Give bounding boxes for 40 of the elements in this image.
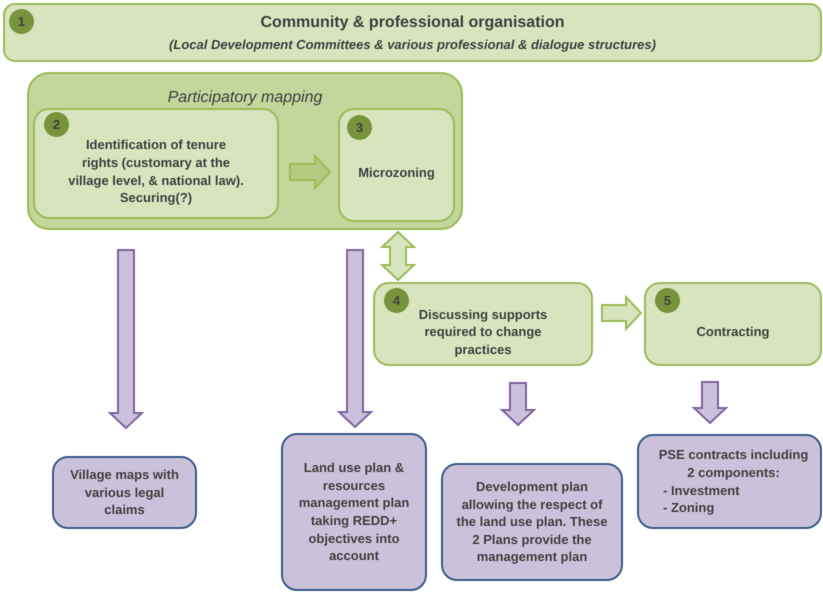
process-box — [644, 282, 822, 366]
box-text: Village maps with various legal claims — [69, 466, 180, 519]
box-text: PSE contracts including 2 components: — [658, 446, 810, 482]
block-arrow — [601, 294, 642, 332]
result-box — [637, 434, 822, 529]
box-text: Discussing supports required to change practices — [418, 306, 548, 358]
step-number-badge — [347, 115, 372, 140]
result-box — [441, 463, 623, 581]
block-arrow — [379, 230, 417, 282]
block-arrow — [289, 153, 332, 191]
step-number-badge — [44, 112, 69, 137]
group-panel — [27, 72, 463, 230]
box-text: Contracting — [696, 323, 770, 341]
box-text: Land use plan & resources management plan taking REDD+ objectives into account — [298, 459, 410, 565]
step-number-badge — [655, 288, 680, 313]
step-number: 1 — [18, 12, 26, 31]
list-item: - Zoning — [662, 499, 714, 517]
process-box — [373, 282, 593, 366]
box-text: Microzoning — [358, 164, 435, 182]
organisation-band — [3, 3, 822, 62]
step-number: 2 — [52, 116, 60, 134]
band-title: Community & professional organisation — [260, 12, 565, 33]
result-box — [52, 456, 197, 529]
step-number: 4 — [392, 292, 400, 310]
block-arrow — [336, 249, 374, 428]
box-text: Development plan allowing the respect of the land use plan. These 2 Plans provide the management plan — [456, 478, 608, 566]
result-box — [281, 433, 427, 591]
box-text: Identification of tenure rights (customary at the village level, & national law). Securing(?) — [67, 136, 245, 207]
process-box — [338, 108, 455, 222]
block-arrow — [499, 382, 537, 426]
step-number: 5 — [664, 292, 672, 310]
step-number-badge — [9, 9, 34, 34]
step-number: 3 — [356, 118, 364, 137]
process-box — [33, 108, 279, 219]
step-number-badge — [384, 288, 409, 313]
block-arrow — [107, 249, 145, 430]
band-subtitle: (Local Development Committees & various professional & dialogue structures) — [169, 36, 656, 54]
list-item: - Investment — [662, 482, 740, 500]
block-arrow — [691, 381, 729, 424]
group-title: Participatory mapping — [166, 88, 324, 108]
